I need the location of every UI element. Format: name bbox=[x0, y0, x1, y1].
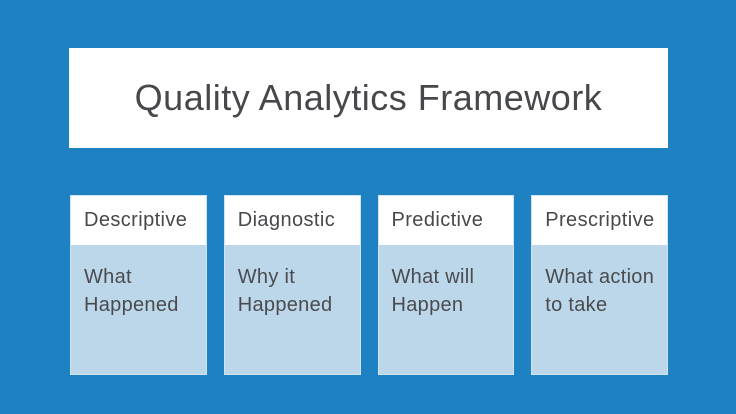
cards-row: Descriptive What Happened Diagnostic Why… bbox=[70, 195, 668, 375]
card-prescriptive-body: What action to take bbox=[545, 266, 655, 316]
card-descriptive: Descriptive What Happened bbox=[70, 195, 207, 375]
card-predictive: Predictive What will Happen bbox=[377, 195, 515, 375]
card-descriptive-body: What Happened bbox=[84, 266, 179, 316]
card-prescriptive-header: Prescriptive bbox=[532, 196, 667, 245]
slide-title: Quality Analytics Framework bbox=[134, 77, 603, 118]
card-predictive-body: What will Happen bbox=[391, 266, 475, 316]
card-diagnostic-header: Diagnostic bbox=[224, 196, 360, 245]
card-predictive-header: Predictive bbox=[378, 196, 514, 245]
title-panel: Quality Analytics Framework bbox=[69, 48, 668, 148]
card-diagnostic-body: Why it Happened bbox=[237, 266, 333, 316]
card-diagnostic: Diagnostic Why it Happened bbox=[223, 195, 361, 375]
card-descriptive-header: Descriptive bbox=[71, 196, 206, 245]
card-prescriptive: Prescriptive What action to take bbox=[531, 195, 668, 375]
